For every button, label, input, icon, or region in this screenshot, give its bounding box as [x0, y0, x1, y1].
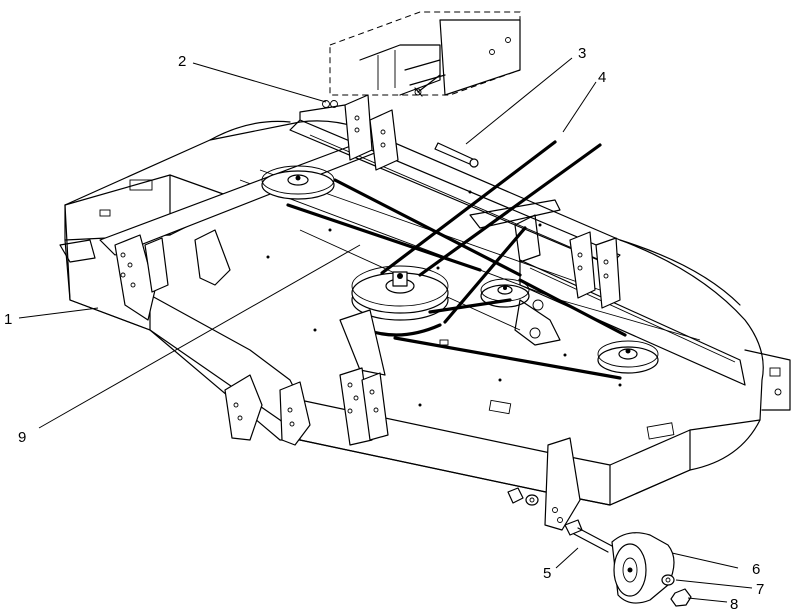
callout-1: 1 — [4, 311, 12, 328]
roller-washer — [661, 574, 675, 586]
callout-6: 6 — [752, 561, 760, 578]
leader-lines — [18, 57, 753, 603]
callout-3: 3 — [578, 45, 586, 62]
roller-nut-and-washer — [507, 487, 539, 506]
roller-bracket — [544, 437, 581, 531]
deck-mount-tube — [99, 94, 621, 321]
right-spindle-pulley — [597, 340, 659, 374]
hairpin-cotter — [322, 100, 338, 108]
anti-scalp-roller — [611, 532, 675, 604]
callout-4: 4 — [598, 69, 606, 86]
front-left-roller-brackets — [224, 374, 311, 446]
roller-nut — [670, 588, 692, 607]
tractor-frame-bracket — [329, 11, 521, 97]
left-spindle-pulley — [261, 165, 335, 200]
center-spindle-pulley — [351, 265, 449, 337]
drive-belt — [286, 140, 627, 380]
roller-bolt — [564, 519, 613, 553]
callout-8: 8 — [730, 596, 738, 613]
front-center-hangers — [339, 309, 389, 446]
callout-9: 9 — [18, 429, 26, 446]
callout-7: 7 — [756, 581, 764, 598]
mounting-pin — [434, 142, 479, 168]
callout-5: 5 — [543, 565, 551, 582]
callout-2: 2 — [178, 53, 186, 70]
